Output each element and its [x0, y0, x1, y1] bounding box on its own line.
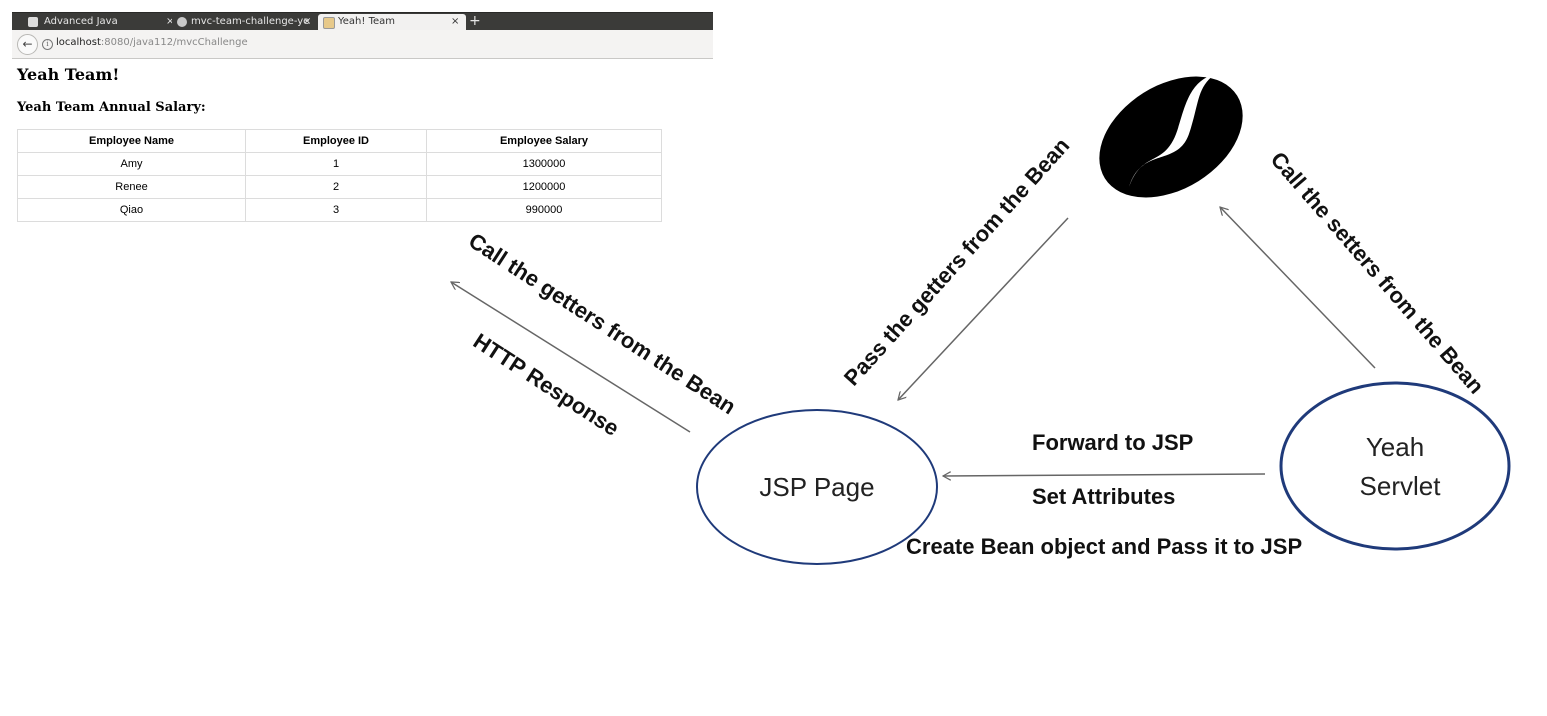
new-tab-button[interactable]: + — [469, 13, 481, 29]
yeah-servlet-label-line2: Servlet — [1359, 471, 1441, 501]
site-icon — [28, 17, 38, 27]
arrow-bean-to-jsp — [898, 217, 1069, 400]
salary-table: Employee Name Employee ID Employee Salar… — [17, 129, 662, 222]
tab-label: Yeah! Team — [338, 16, 396, 27]
tab-close-icon[interactable]: × — [451, 16, 460, 27]
employee-salary-cell: 990000 — [426, 198, 662, 222]
yeah-servlet-label-line1: Yeah — [1365, 432, 1425, 462]
tab-close-icon[interactable]: × — [303, 16, 312, 27]
create-bean-label: Create Bean object and Pass it to JSP — [906, 534, 1303, 559]
address-bar[interactable]: ← i localhost:8080/java112/mvcChallenge — [12, 30, 713, 59]
github-icon — [177, 17, 187, 27]
set-attributes-label: Set Attributes — [1032, 484, 1176, 509]
employee-id-cell: 2 — [245, 175, 427, 199]
coffee-bean-icon — [1099, 74, 1243, 198]
url-text[interactable]: localhost:8080/java112/mvcChallenge — [56, 37, 248, 48]
info-icon[interactable]: i — [42, 39, 53, 50]
tab-bar: Advanced Java × mvc-team-challenge-ye × … — [12, 12, 713, 30]
employee-id-cell: 3 — [245, 198, 427, 222]
page-subtitle: Yeah Team Annual Salary: — [17, 100, 206, 115]
tab-yeah-team[interactable]: Yeah! Team × — [318, 14, 466, 30]
tab-close-icon[interactable]: × — [166, 16, 172, 27]
tab-label: mvc-team-challenge-ye — [191, 16, 310, 27]
image-icon — [323, 17, 335, 29]
page-title: Yeah Team! — [17, 65, 120, 84]
arrow-servlet-to-bean — [1220, 207, 1376, 369]
jsp-page-node — [696, 409, 938, 565]
forward-to-jsp-label: Forward to JSP — [1032, 430, 1194, 455]
tab-mvc-team-challenge[interactable]: mvc-team-challenge-ye × — [175, 14, 315, 30]
table-row: Qiao 3 990000 — [17, 198, 662, 222]
browser-window: Advanced Java × mvc-team-challenge-ye × … — [12, 12, 713, 60]
jsp-page-label: JSP Page — [759, 472, 875, 502]
url-host: localhost — [56, 37, 101, 48]
tab-label: Advanced Java — [44, 16, 118, 27]
back-arrow-icon[interactable]: ← — [17, 34, 38, 55]
tab-advanced-java[interactable]: Advanced Java × — [24, 14, 172, 30]
url-path: :8080/java112/mvcChallenge — [100, 37, 248, 48]
arrow-jsp-to-browser — [451, 282, 691, 433]
employee-salary-cell: 1300000 — [426, 152, 662, 176]
employee-name-cell: Qiao — [17, 198, 246, 222]
yeah-servlet-node — [1279, 381, 1511, 551]
arrow-servlet-to-jsp — [943, 474, 1266, 476]
